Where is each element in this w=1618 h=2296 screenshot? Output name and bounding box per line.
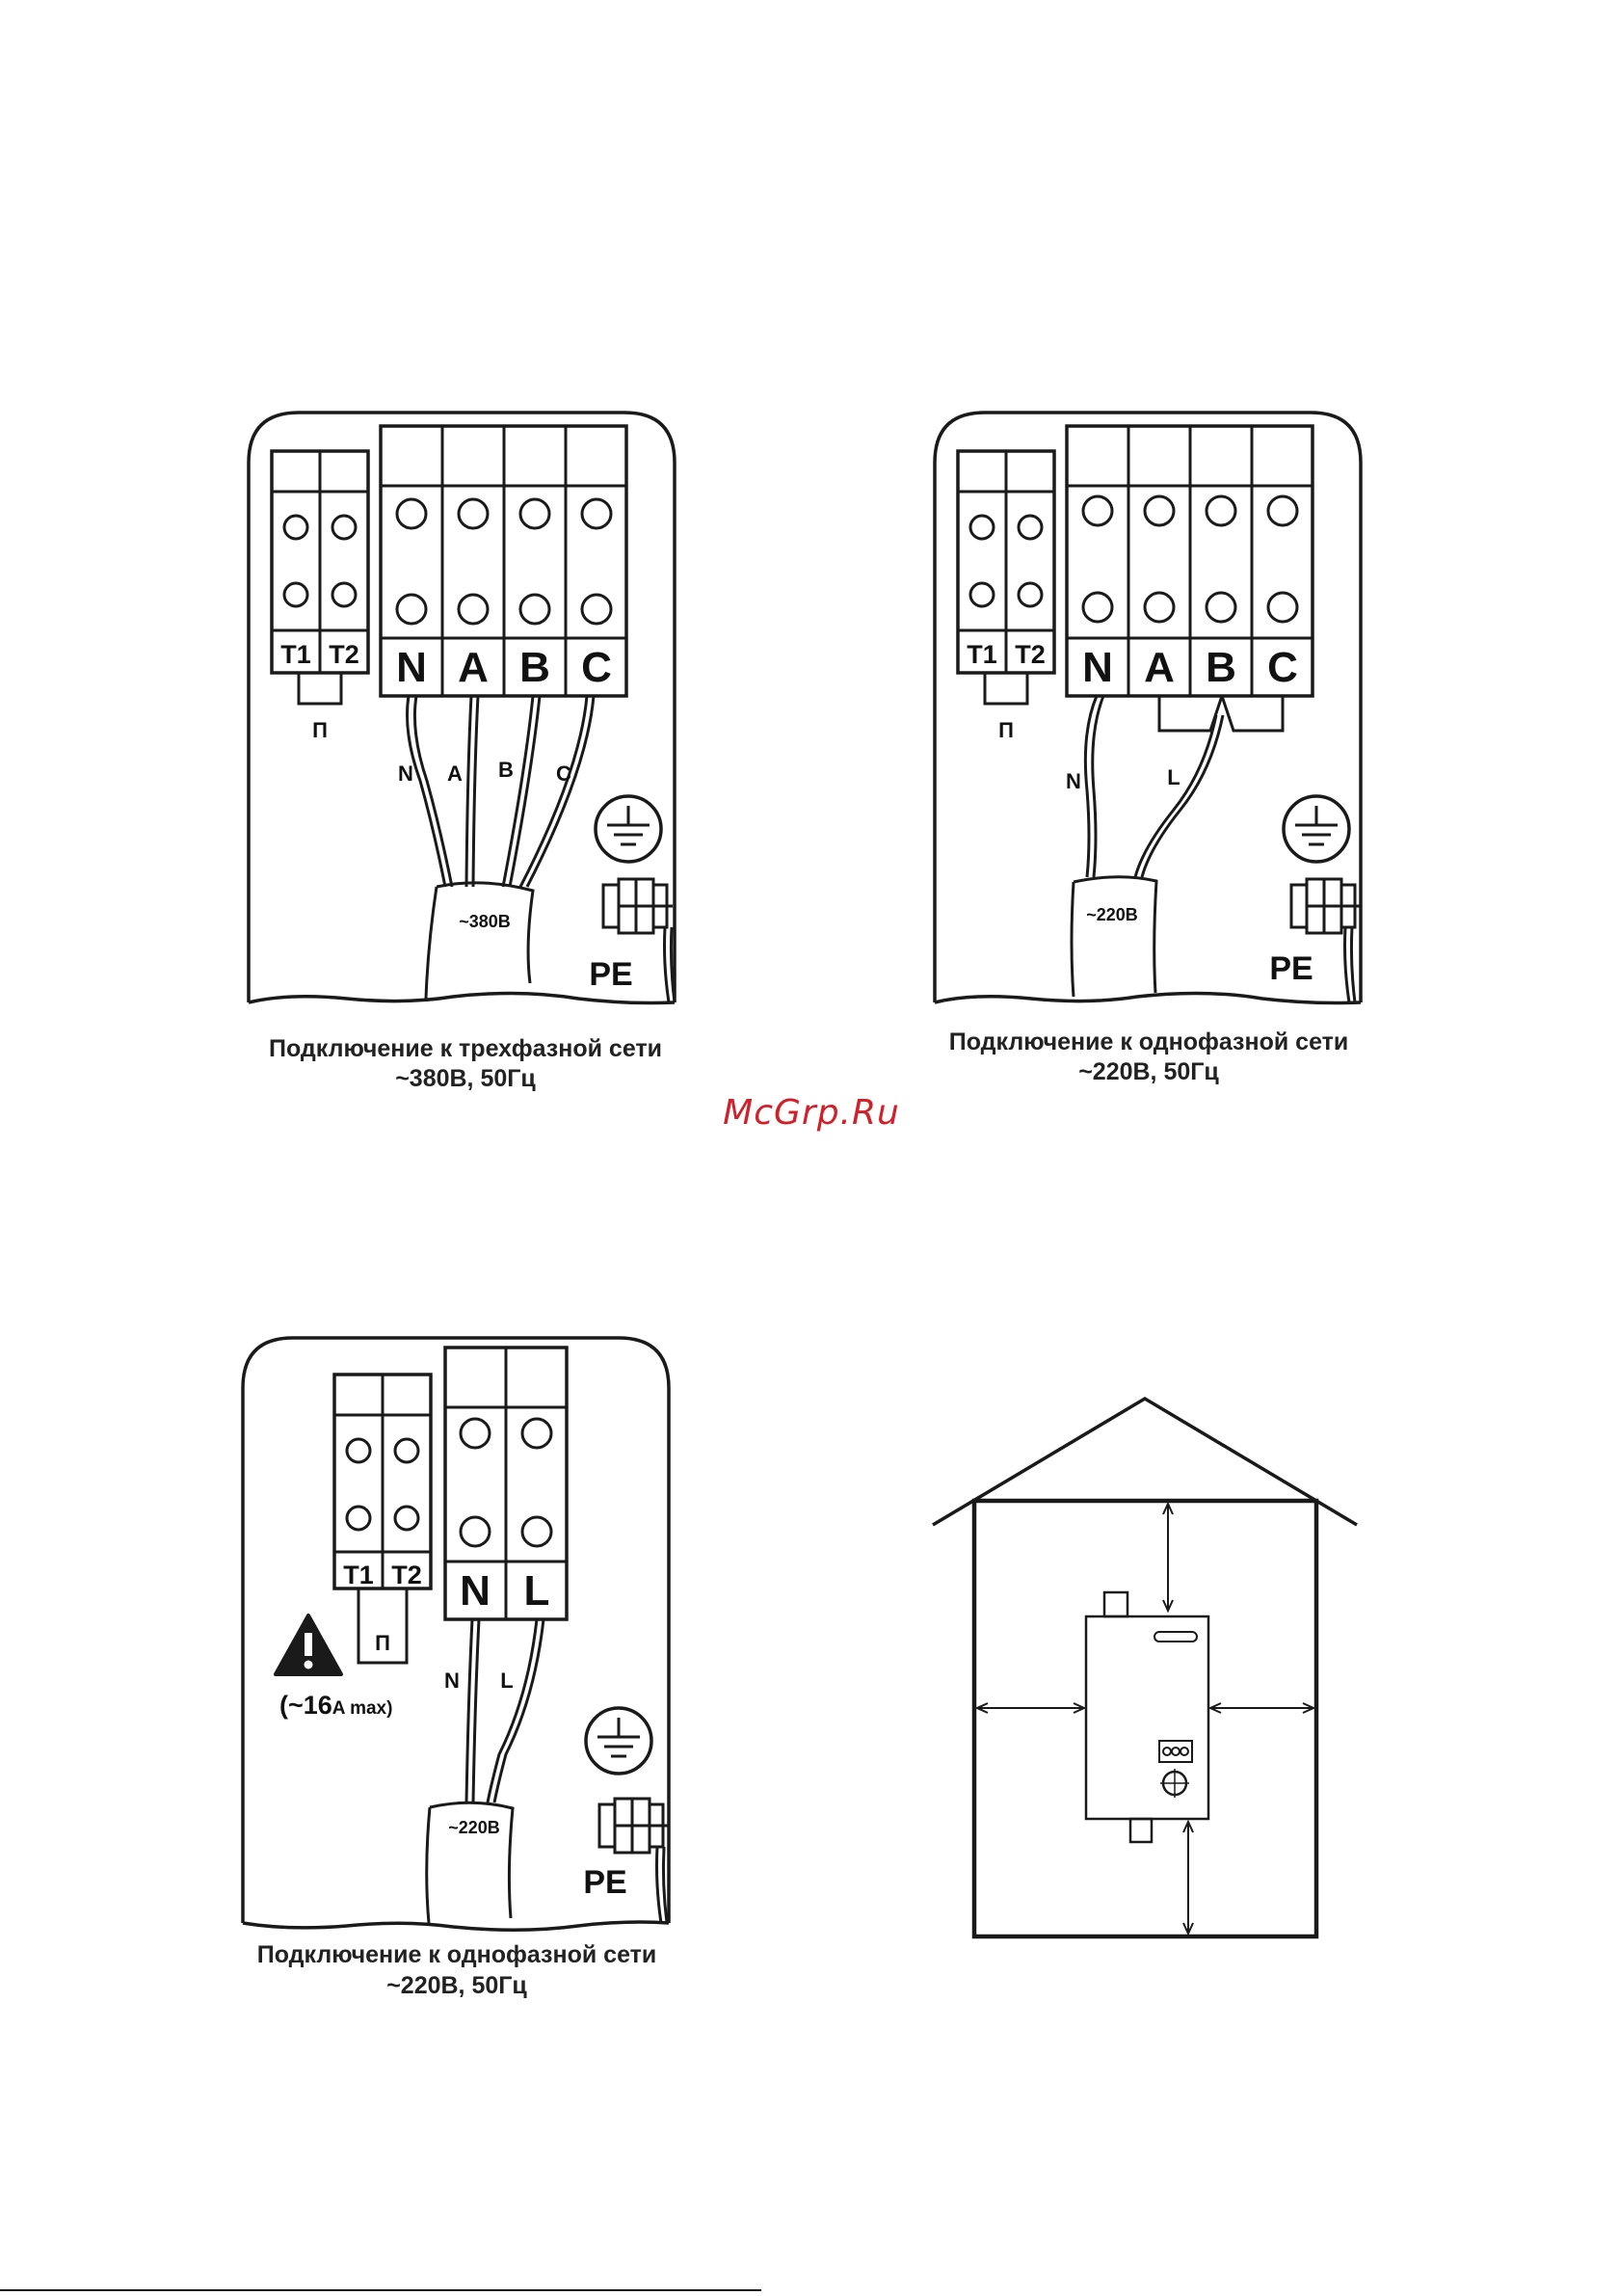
- terminal-a-label: A: [1144, 644, 1175, 691]
- caption-line1: Подключение к однофазной сети: [257, 1941, 657, 1968]
- ground-bolt-icon: [599, 1799, 669, 1923]
- wire-n-label: N: [1066, 769, 1081, 793]
- jumper-label: П: [375, 1631, 390, 1655]
- terminal-t2-label: T2: [391, 1561, 422, 1589]
- terminal-t1-label: T1: [280, 640, 311, 669]
- terminal-b-label: B: [1206, 644, 1236, 691]
- cable-voltage-label: ~220В: [448, 1818, 500, 1837]
- wire-n-label: N: [398, 761, 413, 786]
- terminal-a-label: A: [458, 644, 489, 691]
- panel-single-phase-4: [935, 413, 1361, 1003]
- caption-line2: ~380В, 50Гц: [395, 1065, 536, 1092]
- cable-voltage-label: ~380В: [459, 912, 511, 931]
- terminal-n-label: N: [460, 1567, 491, 1615]
- terminal-c-label: C: [1267, 644, 1298, 691]
- terminal-t1-label: T1: [343, 1561, 374, 1589]
- watermark: McGrp.Ru: [723, 1093, 900, 1133]
- pe-label: PE: [583, 1864, 626, 1901]
- panel-single-phase-4-labels: T1 T2 П N A B C N L ~220В PE Подключение…: [949, 640, 1349, 1085]
- terminal-c-label: C: [581, 644, 612, 691]
- cable-voltage-label: ~220В: [1086, 905, 1138, 924]
- max-current-note: (~16A max): [279, 1691, 392, 1720]
- caption-line2: ~220В, 50Гц: [386, 1972, 527, 1999]
- terminal-t2-label: T2: [329, 640, 359, 669]
- pe-label: PE: [1269, 950, 1313, 987]
- terminal-n-label: N: [1082, 644, 1113, 691]
- max-current-value: (~16: [279, 1691, 332, 1720]
- terminal-t1-label: T1: [967, 640, 997, 669]
- caption-line1: Подключение к однофазной сети: [949, 1028, 1349, 1055]
- panel-single-phase-2-labels: T1 T2 П N L N L ~220В PE (~16A max) Подк…: [257, 1561, 657, 1999]
- installation-diagram: [933, 1399, 1357, 1936]
- wire-l-label: L: [1167, 765, 1180, 789]
- wire-l-label: L: [500, 1669, 513, 1693]
- jumper-label: П: [312, 718, 328, 742]
- caption-line2: ~220В, 50Гц: [1078, 1058, 1219, 1085]
- max-current-unit: A max): [332, 1698, 393, 1719]
- wire-c-label: C: [556, 761, 571, 786]
- wire-n-label: N: [444, 1669, 460, 1693]
- terminal-b-label: B: [519, 644, 550, 691]
- wire-a-label: A: [447, 761, 463, 786]
- terminal-t2-label: T2: [1015, 640, 1046, 669]
- jumper-label: П: [998, 718, 1014, 742]
- caption-line1: Подключение к трехфазной сети: [269, 1035, 662, 1062]
- warning-triangle-icon: [276, 1615, 341, 1674]
- terminal-n-label: N: [396, 644, 427, 691]
- terminal-l-label: L: [524, 1567, 550, 1615]
- wire-b-label: B: [498, 758, 514, 782]
- pe-label: PE: [589, 956, 632, 993]
